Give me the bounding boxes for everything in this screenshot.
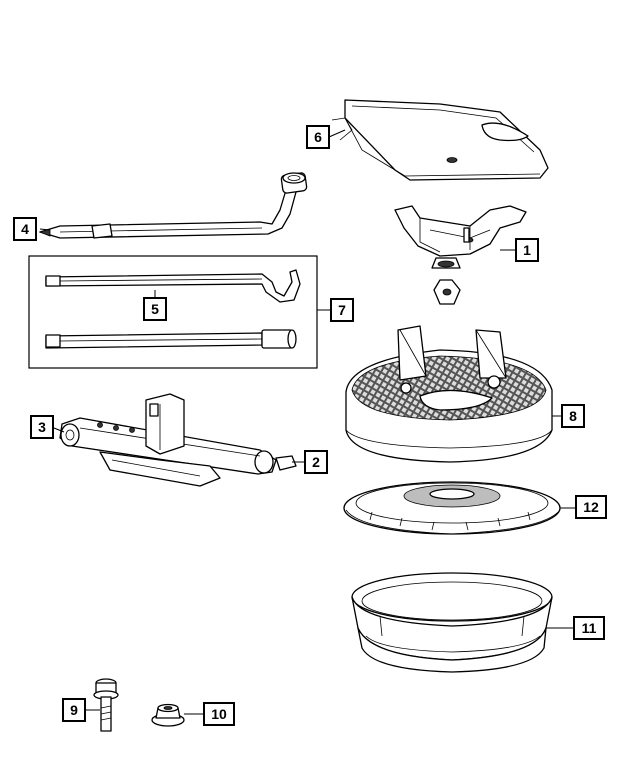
leader-lines xyxy=(39,129,576,715)
callout-6: 6 xyxy=(306,125,330,149)
callout-label: 7 xyxy=(338,302,346,318)
callout-label: 5 xyxy=(151,301,159,317)
callout-3: 3 xyxy=(30,415,54,439)
part-3-scissor-jack xyxy=(59,393,297,487)
callout-12: 12 xyxy=(575,495,607,519)
callout-9: 9 xyxy=(62,698,86,722)
callout-2: 2 xyxy=(304,450,328,474)
callout-label: 11 xyxy=(582,620,597,636)
part-7-group-frame xyxy=(28,255,318,369)
callout-label: 3 xyxy=(38,419,46,435)
part-12-hub-plate xyxy=(343,481,561,535)
callout-7: 7 xyxy=(330,298,354,322)
callout-8: 8 xyxy=(561,404,585,428)
callout-label: 9 xyxy=(70,702,78,718)
part-10-flange-nut xyxy=(151,703,185,727)
part-6-cover-panel xyxy=(331,99,549,181)
part-5-extension-rod-upper xyxy=(45,269,301,303)
callout-10: 10 xyxy=(203,702,235,726)
callout-1: 1 xyxy=(515,238,539,262)
callout-5: 5 xyxy=(143,297,167,321)
part-4-lug-wrench xyxy=(38,172,308,239)
part-1-bracket xyxy=(394,205,527,305)
callout-label: 4 xyxy=(21,221,29,237)
callout-label: 8 xyxy=(569,408,577,424)
callout-label: 10 xyxy=(211,706,227,722)
part-11-wheel-rim xyxy=(351,572,553,673)
callout-label: 1 xyxy=(523,242,531,258)
callout-label: 2 xyxy=(312,454,320,470)
part-8-foam-organizer xyxy=(345,325,553,463)
callout-4: 4 xyxy=(13,217,37,241)
part-5-extension-rod-lower xyxy=(45,329,297,349)
callout-11: 11 xyxy=(573,616,605,640)
callout-label: 6 xyxy=(314,129,322,145)
part-9-bolt xyxy=(93,678,119,732)
callout-label: 12 xyxy=(583,499,599,515)
